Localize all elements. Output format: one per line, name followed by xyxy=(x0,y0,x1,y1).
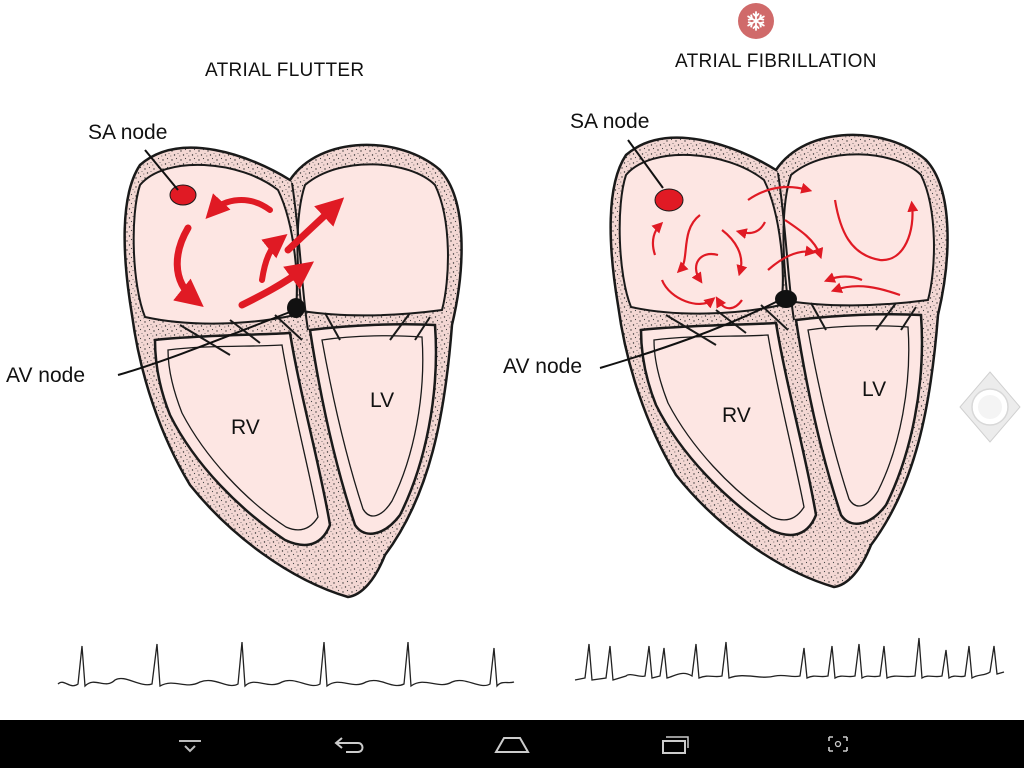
fibrillation-heart xyxy=(609,133,949,589)
system-navigation-bar xyxy=(0,720,1024,768)
flutter-ecg-strip xyxy=(57,641,515,688)
home-button[interactable] xyxy=(480,720,544,768)
fibrillation-av-node-label: AV node xyxy=(503,355,583,378)
screenshot-button[interactable] xyxy=(806,720,870,768)
fibrillation-rv-label: RV xyxy=(722,404,751,427)
fibrillation-title: ATRIAL FIBRILLATION xyxy=(675,51,877,72)
joystick-control[interactable] xyxy=(958,370,1022,444)
home-icon xyxy=(494,737,530,753)
flutter-av-node-label: AV node xyxy=(6,364,86,387)
hide-keyboard-button[interactable] xyxy=(158,720,222,768)
hide-keyboard-icon xyxy=(179,740,201,753)
flutter-title: ATRIAL FLUTTER xyxy=(205,60,365,81)
back-button[interactable] xyxy=(318,720,382,768)
flutter-lv-label: LV xyxy=(370,389,395,412)
screenshot-icon xyxy=(828,736,848,752)
snowflake-button[interactable] xyxy=(738,3,774,39)
fibrillation-ecg-strip xyxy=(574,637,1005,681)
recents-icon xyxy=(662,736,689,754)
fibrillation-wavelets xyxy=(651,182,919,310)
flutter-heart xyxy=(123,143,463,599)
recents-button[interactable] xyxy=(642,720,706,768)
joystick-icon xyxy=(959,371,1021,443)
fibrillation-sa-node-label: SA node xyxy=(570,110,650,133)
back-icon xyxy=(334,737,364,753)
snowflake-icon xyxy=(747,11,765,31)
heart-diagrams xyxy=(57,133,1005,688)
diagram-stage: ATRIAL FLUTTER ATRIAL FIBRILLATION SA no… xyxy=(6,51,1005,688)
flutter-reentry-arrows xyxy=(173,193,345,309)
fibrillation-lv-label: LV xyxy=(862,378,887,401)
flutter-rv-label: RV xyxy=(231,416,260,439)
flutter-sa-node-label: SA node xyxy=(88,121,168,144)
